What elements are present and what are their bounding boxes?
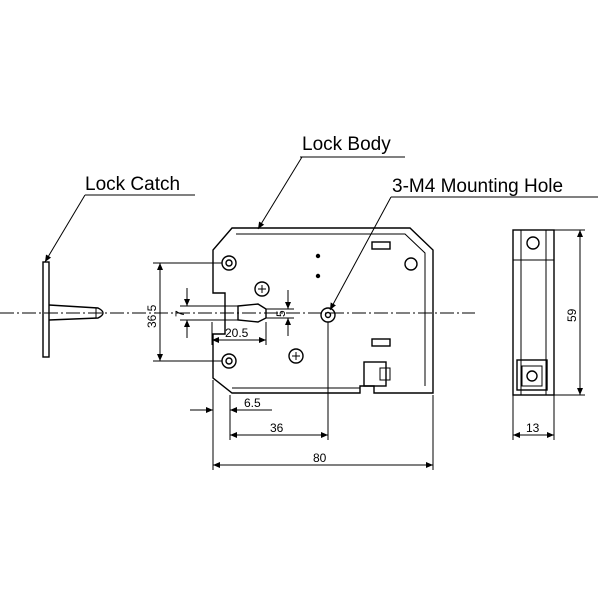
- label-lock-body: Lock Body: [302, 134, 391, 155]
- lock-body: [212, 227, 434, 394]
- leader-lines: [44, 156, 598, 311]
- dim-20-5: 20.5: [225, 326, 249, 340]
- dim-7: 7: [173, 310, 187, 317]
- dim-59: 59: [565, 308, 579, 322]
- lock-side-view: [512, 229, 555, 396]
- dim-80: 80: [313, 451, 327, 465]
- dim-5: 5: [274, 310, 288, 317]
- dim-6-5: 6.5: [244, 396, 261, 410]
- dim-36: 36: [270, 421, 284, 435]
- lock-catch: [42, 261, 104, 358]
- dim-36-5: 36.5: [145, 304, 159, 328]
- label-mounting-hole: 3-M4 Mounting Hole: [392, 176, 563, 197]
- dimension-lines: [153, 229, 585, 470]
- label-lock-catch: Lock Catch: [85, 174, 180, 195]
- dim-13: 13: [526, 421, 540, 435]
